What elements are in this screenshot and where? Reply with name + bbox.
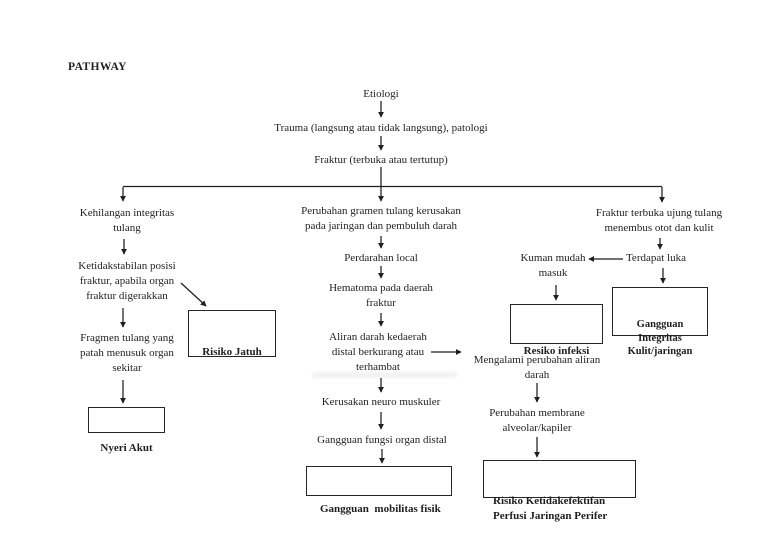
box-resiko-infeksi: Resiko infeksi	[510, 304, 603, 357]
node-ketidakstabilan: Ketidakstabilan posisi fraktur, apabila …	[78, 260, 176, 302]
box-gangguan-mobilitas: Gangguan mobilitas fisik	[306, 466, 452, 515]
node-perubahan-membrane: Perubahan membrane alveolar/kapiler	[489, 407, 585, 434]
node-gangguan-fungsi: Gangguan fungsi organ distal	[317, 434, 447, 446]
node-kehilangan-integritas: Kehilangan integritas tulang	[79, 207, 175, 234]
box-nyeri-akut: Nyeri Akut	[88, 407, 165, 454]
node-hematoma: Hematoma pada daerah fraktur	[329, 282, 433, 309]
node-etiologi: Etiologi	[363, 88, 399, 100]
node-perubahan-gramen: Perubahan gramen tulang kerusakan pada j…	[301, 205, 461, 232]
node-fraktur: Fraktur (terbuka atau tertutup)	[314, 154, 448, 166]
node-trauma: Trauma (langsung atau tidak langsung), p…	[274, 122, 488, 134]
node-mengalami-perubahan: Mengalami perubahan aliran darah	[473, 354, 601, 381]
box-risiko-jatuh: Risiko Jatuh	[188, 310, 276, 358]
box-risiko-jatuh-label: Risiko Jatuh	[202, 346, 262, 358]
node-fragmen-tulang: Fragmen tulang yang patah menusuk organ …	[80, 332, 174, 374]
box-nyeri-akut-label: Nyeri Akut	[100, 442, 153, 454]
box-risiko-perfusi: Risiko Ketidakefektifan Perfusi Jaringan…	[483, 460, 636, 522]
box-gangguan-integritas-label: Gangguan Integritas Kulit/jaringan	[627, 319, 693, 357]
box-gangguan-integritas: Gangguan Integritas Kulit/jaringan	[612, 287, 708, 357]
node-aliran-darah: Aliran darah kedaerah distal berkurang a…	[329, 331, 427, 373]
node-kuman-mudah: Kuman mudah masuk	[520, 252, 586, 279]
arrow-ketidakstabilan-risiko-jatuh	[180, 282, 207, 307]
node-terdapat-luka: Terdapat luka	[625, 252, 686, 264]
box-gangguan-mobilitas-label: Gangguan mobilitas fisik	[320, 503, 441, 515]
node-fraktur-terbuka: Fraktur terbuka ujung tulang menembus ot…	[595, 207, 723, 234]
page-title: PATHWAY	[68, 61, 127, 73]
box-resiko-infeksi-label: Resiko infeksi	[523, 345, 590, 357]
node-kerusakan-neuro: Kerusakan neuro muskuler	[321, 396, 441, 408]
box-risiko-perfusi-label: Risiko Ketidakefektifan Perfusi Jaringan…	[493, 495, 608, 522]
scan-artifact	[312, 372, 457, 378]
node-perdarahan-local: Perdarahan local	[344, 252, 418, 264]
